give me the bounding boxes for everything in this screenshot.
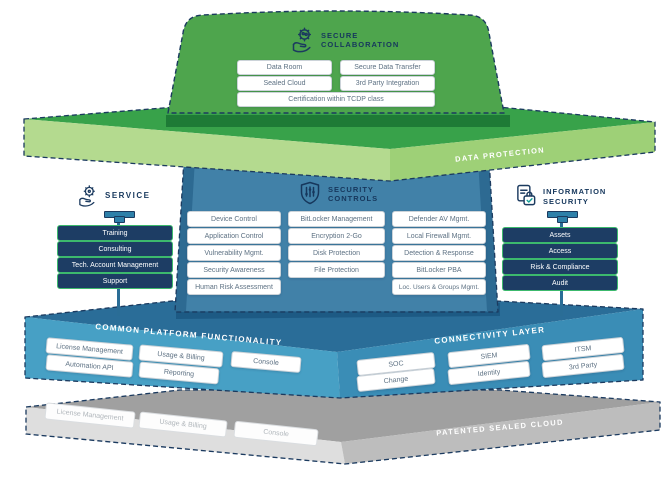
service-header: SERVICE — [76, 184, 150, 208]
service-item: Support — [57, 273, 173, 289]
control-item: Detection & Response — [392, 245, 486, 261]
control-item: Defender AV Mgmt. — [392, 211, 486, 227]
secure-collaboration-title-line2: COLLABORATION — [321, 40, 400, 49]
information-security-title-line2: SECURITY — [543, 196, 589, 206]
green-slab — [23, 106, 656, 182]
information-security-icon — [517, 184, 536, 206]
infosec-item: Assets — [502, 227, 618, 243]
service-item: Training — [57, 225, 173, 241]
control-item: Encryption 2-Go — [288, 228, 385, 244]
collab-item-wide: Certification within TCDP class — [237, 92, 435, 107]
security-controls-icon — [300, 181, 320, 205]
control-item: Loc. Users & Groups Mgmt. — [392, 279, 486, 295]
secure-collaboration-header: SECURE COLLABORATION — [290, 26, 399, 54]
control-item: Security Awareness — [187, 262, 281, 278]
service-item: Consulting — [57, 241, 173, 257]
collab-item: Sealed Cloud — [237, 76, 332, 91]
service-title: SERVICE — [105, 191, 151, 200]
infosec-item: Audit — [502, 275, 618, 291]
collab-item: Secure Data Transfer — [340, 60, 435, 75]
control-item: Vulnerability Mgmt. — [187, 245, 281, 261]
control-item: Human Risk Assessment — [187, 279, 281, 295]
control-item: BitLocker PBA — [392, 262, 486, 278]
control-item: Device Control — [187, 211, 281, 227]
control-item: Local Firewall Mgmt. — [392, 228, 486, 244]
infosec-item: Risk & Compliance — [502, 259, 618, 275]
infosec-item: Access — [502, 243, 618, 259]
infosec-tbar-stem — [557, 216, 568, 223]
collab-item: 3rd Party Integration — [340, 76, 435, 91]
information-security-header: INFORMATION SECURITY — [515, 183, 606, 210]
collaboration-icon — [292, 27, 312, 53]
control-item: File Protection — [288, 262, 385, 278]
collab-item: Data Room — [237, 60, 332, 75]
service-icon — [79, 185, 95, 207]
secure-collaboration-title-line1: SECURE — [321, 30, 359, 40]
service-item: Tech. Account Management — [57, 257, 173, 273]
security-controls-header: SECURITY CONTROLS — [297, 180, 378, 208]
information-security-title-line1: INFORMATION — [543, 187, 607, 197]
security-controls-title-line1: SECURITY — [328, 184, 374, 194]
control-item: Disk Protection — [288, 245, 385, 261]
control-item: BitLocker Management — [288, 211, 385, 227]
service-tbar-stem — [114, 216, 125, 223]
security-controls-title-line2: CONTROLS — [328, 194, 379, 203]
control-item: Application Control — [187, 228, 281, 244]
